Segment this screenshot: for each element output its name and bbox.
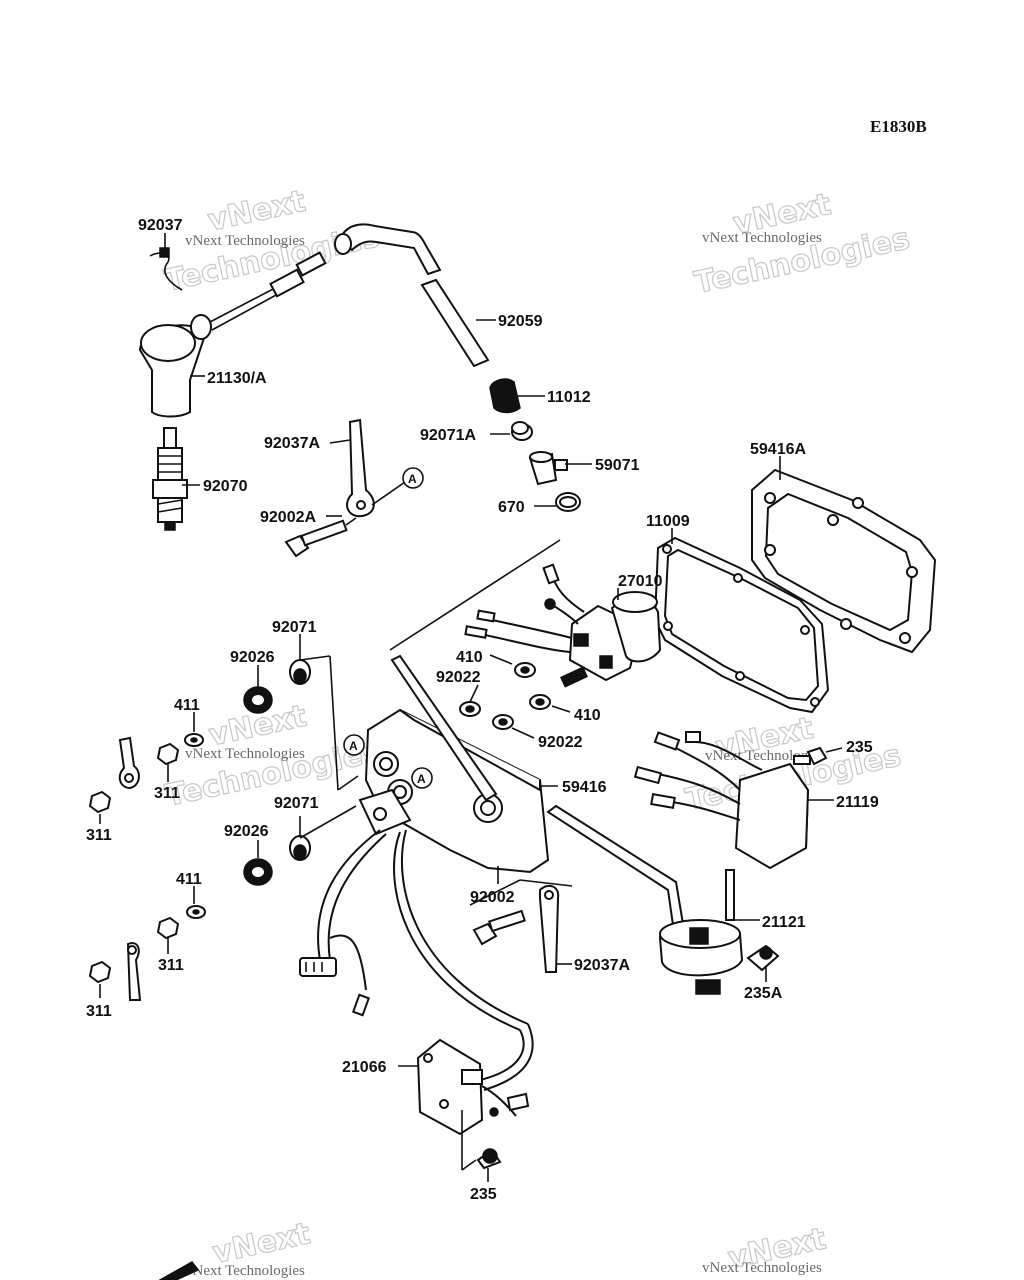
svg-text:A: A	[417, 772, 426, 786]
label-92037a-bot: 92037A	[574, 957, 630, 974]
label-59416a: 59416A	[750, 441, 806, 458]
starter-relay-27010	[464, 563, 662, 688]
svg-text:A: A	[349, 739, 358, 753]
label-411-top: 411	[174, 697, 200, 714]
label-311-c: 311	[158, 957, 184, 974]
grommets-left	[88, 659, 311, 1001]
electric-case-59416: A A	[299, 539, 686, 1091]
part-labels: 92037 21130/A 92070 92059 11012 92071A 5…	[86, 217, 879, 1203]
label-92002: 92002	[470, 889, 515, 906]
label-410-top: 410	[456, 649, 483, 666]
regulator-21066	[416, 1038, 530, 1171]
ref-marker-a	[402, 467, 424, 489]
ref-marker-a	[411, 767, 433, 789]
cdi-21119	[633, 731, 828, 870]
label-92037a-top: 92037A	[264, 435, 320, 452]
label-410-bot: 410	[574, 707, 601, 724]
label-235-top: 235	[846, 739, 873, 756]
label-235a: 235A	[744, 985, 783, 1002]
ground-strap-top: A	[284, 418, 424, 558]
label-670: 670	[498, 499, 525, 516]
label-311-b: 311	[86, 827, 112, 844]
watermark-text: vNext Technologies	[702, 1260, 822, 1276]
cap-11012	[489, 378, 521, 414]
connector	[299, 957, 337, 977]
watermark: vNext Technologies vNext Technologies vN…	[161, 183, 914, 1279]
label-21121: 21121	[762, 914, 806, 931]
washers	[459, 662, 551, 730]
label-92022-bot: 92022	[538, 734, 583, 751]
label-92059: 92059	[498, 313, 543, 330]
plug-cap-assembly	[138, 223, 490, 418]
fitting-stack	[489, 378, 581, 512]
watermark-text: vNext Technologies	[702, 230, 822, 246]
bolt-92002	[469, 879, 573, 973]
label-11009: 11009	[646, 513, 690, 530]
clip-92037-tip	[159, 247, 170, 258]
label-311-a: 311	[154, 785, 180, 802]
label-411-mid: 411	[176, 871, 202, 888]
diagram-code: E1830B	[870, 117, 927, 136]
label-92022-top: 92022	[436, 669, 481, 686]
label-311-d: 311	[86, 1003, 112, 1020]
label-92070: 92070	[203, 478, 248, 495]
label-21066: 21066	[342, 1059, 387, 1076]
label-92071-mid: 92071	[274, 795, 319, 812]
gasket-11009	[653, 536, 830, 714]
partial-part-edge	[158, 1261, 200, 1280]
label-235-bot: 235	[470, 1186, 497, 1203]
label-59071: 59071	[595, 457, 640, 474]
clip-92037	[149, 252, 183, 291]
coil-lead-92059	[338, 223, 442, 276]
spark-plug-92070	[152, 427, 188, 531]
label-59416: 59416	[562, 779, 607, 796]
leader-lines	[99, 233, 843, 1182]
label-92071-top: 92071	[272, 619, 317, 636]
label-92026-mid: 92026	[224, 823, 269, 840]
label-92071a: 92071A	[420, 427, 476, 444]
svg-text:A: A	[408, 472, 417, 486]
watermark-text: vNext Technologies	[185, 746, 305, 762]
watermark-text: vNext Technologies	[185, 1263, 305, 1279]
label-92026-top: 92026	[230, 649, 275, 666]
label-21119: 21119	[836, 794, 879, 811]
cover-59416a	[751, 468, 937, 654]
label-92037: 92037	[138, 217, 183, 234]
ignition-coil-21121	[658, 869, 780, 995]
watermark-text: vNext Technologies	[185, 233, 305, 249]
label-21130: 21130/A	[207, 370, 267, 387]
label-92002a: 92002A	[260, 509, 316, 526]
label-11012: 11012	[547, 389, 591, 406]
watermark-vnext: vNext	[205, 184, 309, 239]
label-27010: 27010	[618, 573, 663, 590]
ref-marker-a	[343, 734, 365, 756]
